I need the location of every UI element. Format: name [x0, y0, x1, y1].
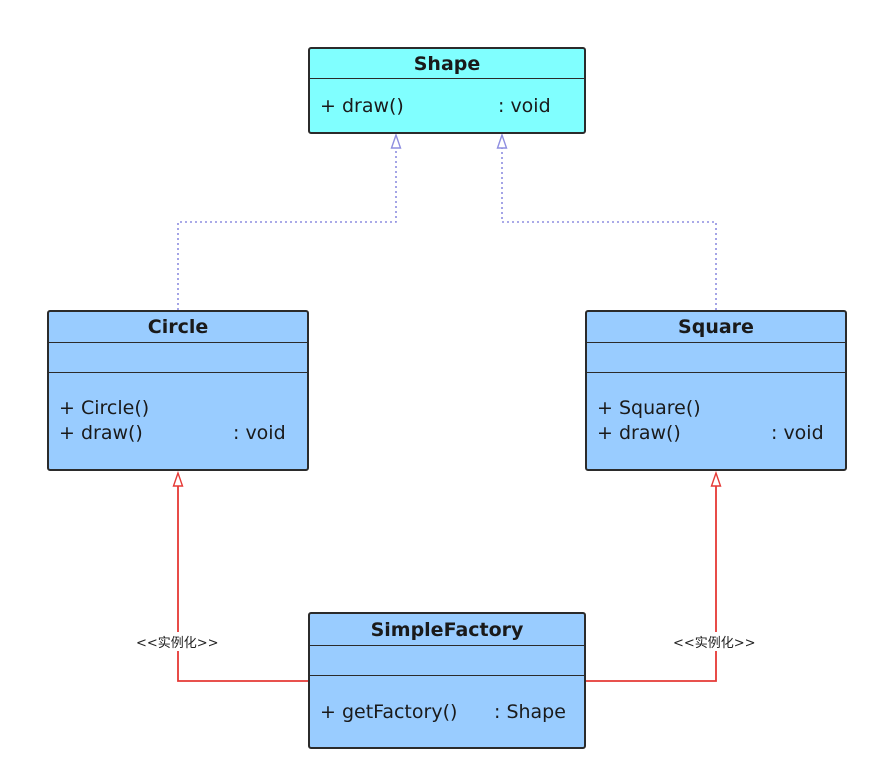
- operations-compartment: + draw() : void: [310, 79, 584, 119]
- class-name: Shape: [310, 49, 584, 79]
- operations-compartment: + Square() + draw() : void: [587, 373, 845, 446]
- operation-signature: + draw(): [59, 422, 143, 444]
- hollow-arrowhead-icon: [390, 132, 402, 149]
- operation-signature: + draw(): [320, 95, 404, 117]
- dependency-factory-to-square: [585, 470, 722, 682]
- operation-row: + getFactory() : Shape: [320, 700, 574, 725]
- operation-signature: + Square(): [597, 397, 701, 419]
- attributes-compartment: [49, 343, 307, 373]
- operation-return-type: : void: [233, 422, 286, 444]
- realization-circle-to-shape: [177, 132, 402, 310]
- class-box-simplefactory[interactable]: SimpleFactory + getFactory() : Shape: [308, 612, 586, 749]
- attributes-compartment: [587, 343, 845, 373]
- class-box-square[interactable]: Square + Square() + draw() : void: [585, 310, 847, 471]
- operations-compartment: + Circle() + draw() : void: [49, 373, 307, 446]
- operation-return-type: : void: [771, 422, 824, 444]
- stereotype-label-circle: <<实例化>>: [134, 632, 221, 651]
- operation-row: + Circle(): [59, 396, 297, 421]
- operation-return-type: : void: [498, 95, 551, 117]
- class-name: Circle: [49, 312, 307, 343]
- operation-return-type: : Shape: [494, 701, 566, 723]
- hollow-arrowhead-icon: [172, 470, 184, 487]
- class-box-shape[interactable]: Shape + draw() : void: [308, 47, 586, 134]
- class-box-circle[interactable]: Circle + Circle() + draw() : void: [47, 310, 309, 471]
- operations-compartment: + getFactory() : Shape: [310, 676, 584, 725]
- realization-square-to-shape: [496, 132, 717, 310]
- class-name: SimpleFactory: [310, 614, 584, 646]
- operation-signature: + getFactory(): [320, 701, 458, 723]
- dependency-factory-to-circle: [172, 470, 309, 682]
- stereotype-label-square: <<实例化>>: [671, 632, 758, 651]
- operation-row: + draw() : void: [320, 94, 574, 119]
- operation-signature: + draw(): [597, 422, 681, 444]
- operation-row: + draw() : void: [59, 421, 297, 446]
- operation-row: + draw() : void: [597, 421, 835, 446]
- operation-signature: + Circle(): [59, 397, 150, 419]
- class-name: Square: [587, 312, 845, 343]
- attributes-compartment: [310, 646, 584, 676]
- hollow-arrowhead-icon: [710, 470, 722, 487]
- hollow-arrowhead-icon: [496, 132, 508, 149]
- operation-row: + Square(): [597, 396, 835, 421]
